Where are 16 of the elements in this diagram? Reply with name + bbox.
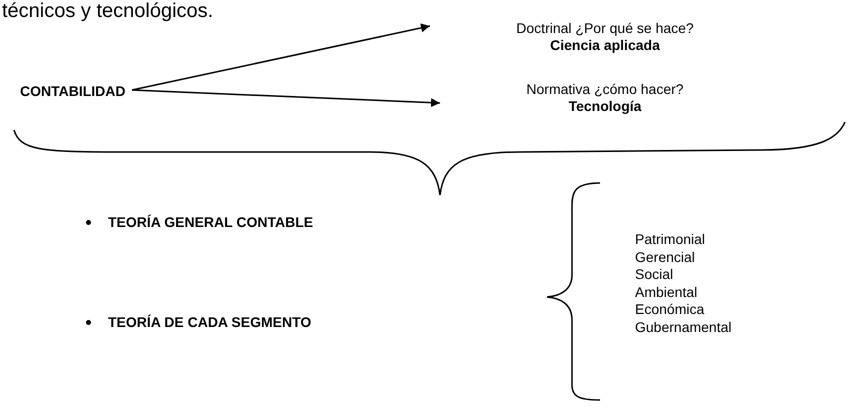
bullet-item: TEORÍA GENERAL CONTABLE — [108, 214, 314, 231]
bullet-item: TEORÍA DE CADA SEGMENTO — [108, 314, 312, 331]
segment-item: Económica — [635, 301, 704, 318]
branch-title: Tecnología — [568, 98, 642, 115]
segment-item: Gerencial — [635, 248, 695, 266]
segment-item: Gubernamental — [635, 318, 732, 336]
segment-item: Patrimonial — [635, 231, 706, 248]
branch-description: Doctrinal ¿Por qué se hace? — [516, 20, 694, 37]
branch-title: Ciencia aplicada — [550, 37, 660, 54]
arrow — [132, 24, 430, 91]
segment-item: Ambiental — [635, 284, 698, 300]
text-fragment: técnicos y tecnológicos. — [2, 0, 214, 22]
branch-description: Normativa ¿cómo hacer? — [526, 81, 684, 98]
segment-item: Social — [635, 266, 674, 283]
branch-title: CONTABILIDAD — [20, 82, 126, 100]
arrow — [132, 89, 440, 108]
